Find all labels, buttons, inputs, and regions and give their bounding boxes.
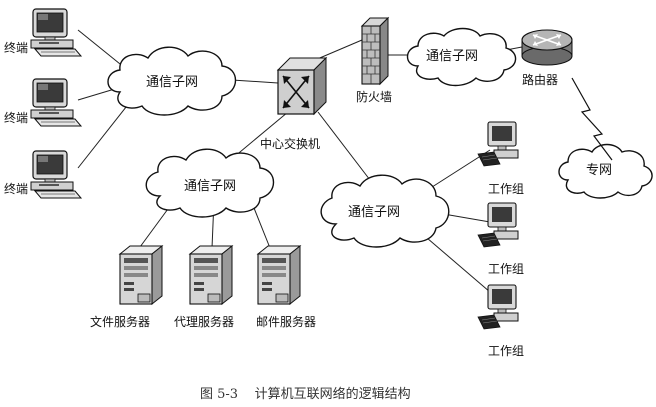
- proxy-server-label: 代理服务器: [174, 314, 234, 329]
- subnet-top-label: 通信子网: [426, 49, 478, 64]
- terminal-2-label: 终端: [4, 110, 28, 125]
- workgroup-1-label: 工作组: [488, 182, 524, 196]
- private-net-label: 专网: [586, 163, 612, 178]
- terminal-2-icon: [30, 78, 82, 127]
- wan-link-icon: [571, 77, 613, 161]
- figure-caption: 图 5-3 计算机互联网络的逻辑结构: [200, 386, 411, 402]
- workgroup-3-icon: [477, 284, 519, 330]
- cloud-top: [406, 27, 517, 87]
- workgroup-3-label: 工作组: [488, 344, 524, 358]
- mail-server-icon: [257, 245, 301, 305]
- cloud-left: [107, 46, 237, 116]
- central-switch-label: 中心交换机: [260, 136, 320, 151]
- subnet-workgroups-label: 通信子网: [348, 205, 400, 220]
- router-icon: [521, 29, 573, 66]
- terminal-1-label: 终端: [4, 40, 28, 55]
- central-switch-icon: [276, 56, 328, 116]
- firewall-label: 防火墙: [356, 89, 392, 104]
- subnet-servers-label: 通信子网: [184, 179, 236, 194]
- cloud-workgroups: [320, 174, 450, 248]
- proxy-server-icon: [189, 245, 233, 305]
- workgroup-1-icon: [477, 121, 519, 167]
- workgroup-2-icon: [477, 202, 519, 248]
- cloud-servers: [145, 148, 275, 218]
- subnet-left-label: 通信子网: [146, 75, 198, 90]
- terminal-1-icon: [30, 8, 82, 57]
- terminal-3-icon: [30, 150, 82, 199]
- mail-server-label: 邮件服务器: [256, 314, 316, 329]
- file-server-label: 文件服务器: [90, 314, 150, 329]
- file-server-icon: [119, 245, 163, 305]
- router-label: 路由器: [522, 72, 558, 87]
- firewall-icon: [360, 16, 390, 86]
- workgroup-2-label: 工作组: [488, 262, 524, 276]
- terminal-3-label: 终端: [4, 181, 28, 196]
- cloud-private-net: [558, 143, 653, 199]
